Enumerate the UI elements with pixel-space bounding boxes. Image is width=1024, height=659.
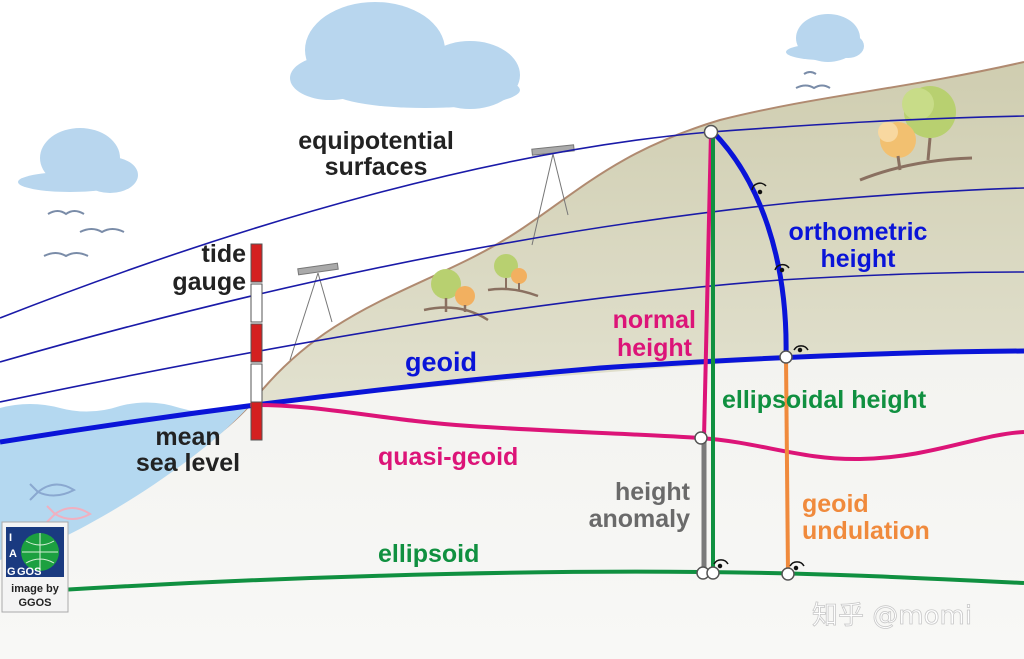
cloud-icon <box>786 14 864 62</box>
normal-height-label-line1: normal <box>613 306 696 334</box>
mean-sea-level-label-line1: mean <box>155 423 220 451</box>
tide-gauge-label-line1: tide <box>202 240 247 268</box>
height-anomaly-label-line2: anomaly <box>589 505 691 533</box>
orthometric-height-curve <box>711 130 789 358</box>
ellipsoid-line <box>59 569 1024 592</box>
height-anomaly-label-line1: height <box>615 478 691 506</box>
quasi-geoid-line <box>249 402 1024 462</box>
ggos-logo: I A G GOS image by GGOS <box>1 521 69 613</box>
cloud-icon <box>18 128 138 193</box>
logo-credit-line2: GGOS <box>18 597 51 609</box>
cloud-icon <box>290 2 520 109</box>
watermark-text: 知乎 @momi <box>812 601 972 631</box>
logo-letters-gos: GOS <box>17 566 41 578</box>
logo-letter-a: A <box>9 548 17 560</box>
normal-height-label-line2: height <box>617 334 693 362</box>
orthometric-height-label-line1: orthometric <box>789 218 928 246</box>
logo-letter-i: I <box>9 532 12 544</box>
logo-letter-g: G <box>7 566 16 578</box>
geoid-undulation-label-line2: undulation <box>802 517 930 545</box>
tide-gauge-icon <box>250 243 263 441</box>
geoid-undulation-label-line1: geoid <box>802 490 869 518</box>
tide-gauge-label-line2: gauge <box>172 268 246 296</box>
trees-icon <box>859 86 973 182</box>
equipotential-label-line2: surfaces <box>325 153 428 181</box>
geoid-label: geoid <box>405 347 477 377</box>
geoid-undulation-line <box>784 356 790 575</box>
equipotential-surfaces <box>0 115 1024 403</box>
mean-sea-level-label-line2: sea level <box>136 449 240 477</box>
fish-icon <box>29 483 92 523</box>
logo-credit-line1: image by <box>11 583 60 595</box>
normal-height-line <box>702 131 713 439</box>
ellipsoidal-height-label: ellipsoidal height <box>722 386 927 414</box>
ellipsoid-label: ellipsoid <box>378 540 479 568</box>
geoid-line <box>0 348 1024 445</box>
leveling-instrument-icon <box>289 144 575 361</box>
sea-water <box>0 402 250 560</box>
right-angle-icon <box>713 182 809 571</box>
node-points <box>694 124 795 581</box>
trees-icon <box>423 254 539 322</box>
quasi-geoid-label: quasi-geoid <box>378 443 518 471</box>
equipotential-label-line1: equipotential <box>298 127 454 155</box>
orthometric-height-label-line2: height <box>821 245 897 273</box>
